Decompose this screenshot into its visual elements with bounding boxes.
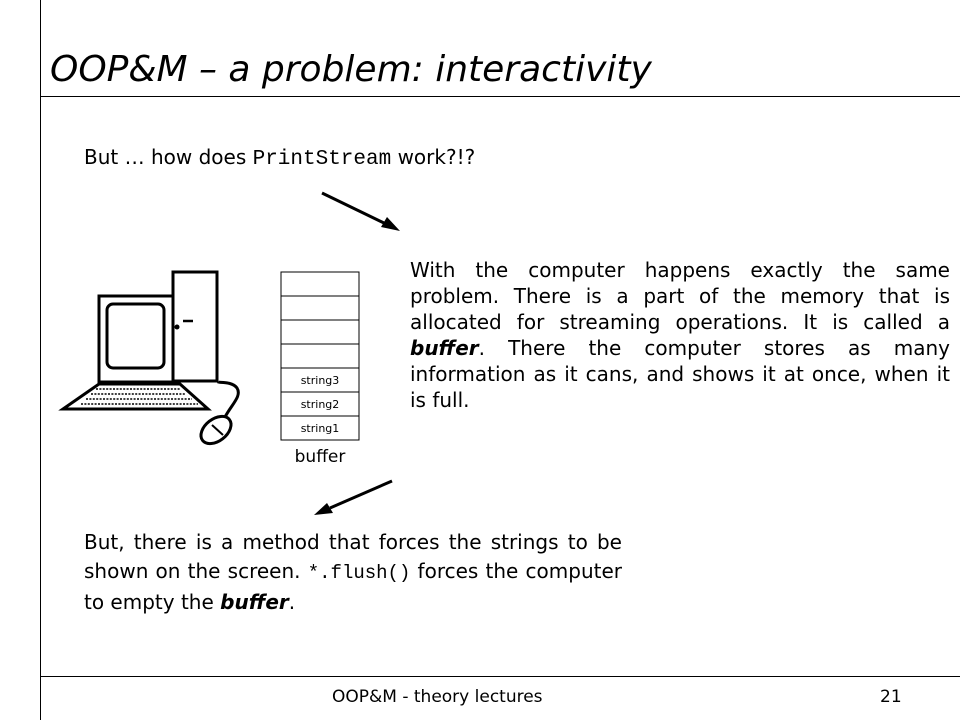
arrow-down-left-line [329,479,393,510]
buffer-cell [280,271,360,297]
buffer-cell [280,367,360,393]
buffer-cell-label: string1 [301,422,340,435]
page-number: 21 [880,687,902,707]
solution-part3: . [288,590,296,614]
question-prefix: But … how does [84,145,253,169]
buffer-cell [280,343,360,369]
buffer-cell-label: string3 [301,374,340,387]
buffer-stack: string3 string2 string1 [280,271,360,441]
solution-part1: But, there is a method that forces the s… [84,530,622,583]
buffer-cell [280,415,360,441]
footer-course-title: OOP&M - theory lectures [332,687,543,707]
footer-divider [40,676,960,677]
computer-icon [58,270,240,446]
solution-emphasis: buffer [220,590,289,614]
arrow-down-right-line [321,191,385,225]
slide-title: OOP&M – a problem: interactivity [50,49,652,90]
arrow-down-right-head [381,217,400,231]
solution-paragraph: But, there is a method that forces the s… [84,528,622,617]
title-divider [40,96,960,97]
buffer-cell [280,319,360,345]
solution-part2: forces the computer to empty the [84,559,623,614]
question-code: PrintStream [252,148,392,171]
buffer-cell [280,295,360,321]
left-rule [40,0,41,720]
explanation-emphasis: buffer [410,336,479,360]
buffer-cell-label: string2 [301,398,340,411]
explanation-part2: . There the computer stores as many info… [410,336,950,412]
arrow-down-left-head [314,503,333,515]
question-text: But … how does PrintStream work?!? [84,142,475,175]
question-suffix: work?!? [391,145,476,169]
footer: OOP&M - theory lectures 21 [40,682,960,712]
explanation-part1: With the computer happens exactly the sa… [410,258,950,334]
buffer-label: buffer [295,447,346,467]
solution-code: *.flush() [307,562,411,584]
explanation-paragraph: With the computer happens exactly the sa… [410,257,950,413]
